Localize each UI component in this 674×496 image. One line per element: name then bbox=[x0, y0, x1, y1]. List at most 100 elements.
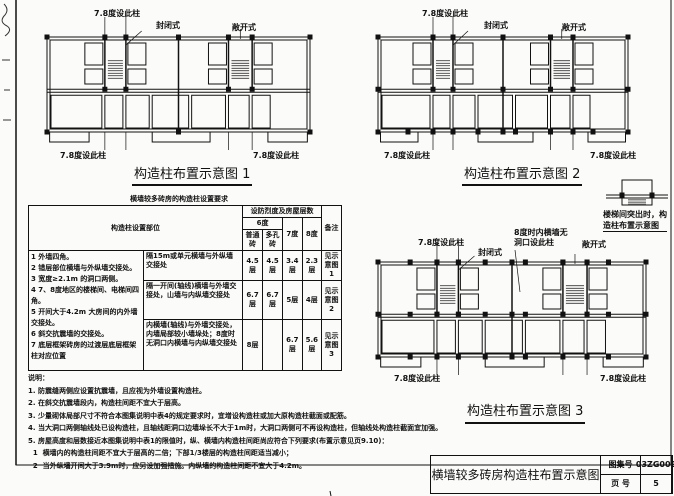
constructional-column bbox=[570, 86, 576, 92]
room bbox=[104, 94, 124, 129]
constructional-column bbox=[482, 354, 488, 360]
room bbox=[50, 94, 103, 129]
room bbox=[381, 319, 435, 354]
constructional-column bbox=[548, 86, 553, 92]
constructional-column bbox=[509, 311, 515, 317]
table-row: 1 外墙四角。 2 错层部位横墙与外纵墙交接处。 3 宽度≥2.1m 的洞口两侧… bbox=[28, 250, 342, 371]
cell-6a: 8层 bbox=[242, 319, 264, 371]
note-item: 5. 房屋高度和层数接近本图集说明中表1的限值时，纵、横墙内构造柱间距尚应符合下… bbox=[28, 436, 389, 445]
note-item: 1. 防震缝两侧应设置抗震墙，且应视为外墙设置构造柱。 bbox=[28, 386, 206, 395]
constructional-column bbox=[375, 129, 381, 135]
constructional-column bbox=[407, 354, 413, 360]
position-item: 6 斜交抗震墙的交接处。 bbox=[31, 330, 109, 338]
note-item: 3. 少量砌体局部尺寸不符合本图集说明中表4的规定要求时，宜增设构造柱或加大原构… bbox=[28, 411, 351, 420]
cell-where: 隔一开间(轴线)横墙与外墙交接处，山墙与内纵墙交接处 bbox=[142, 280, 244, 320]
plan1-title: 构造柱布置示意图 1 bbox=[132, 163, 253, 186]
title-block: 横墙较多砖房构造柱布置示意图 图集号 03ZG002 页 号 5 bbox=[430, 455, 674, 494]
room bbox=[412, 68, 432, 85]
room bbox=[207, 68, 227, 85]
cell-6b: 4.5层 bbox=[262, 250, 284, 281]
constructional-column bbox=[375, 311, 381, 317]
constructional-column bbox=[225, 86, 231, 92]
position-item: 7 底层框架砖房的过渡层底层框架柱对应位置 bbox=[31, 341, 137, 360]
position-item: 2 错层部位横墙与外纵墙交接处。 bbox=[31, 264, 137, 272]
plan1-label-open: 敞开式 bbox=[232, 23, 256, 32]
constructional-column bbox=[176, 34, 181, 40]
cell-6b bbox=[262, 319, 284, 371]
positions-list: 1 外墙四角。 2 错层部位横墙与外纵墙交接处。 3 宽度≥2.1m 的洞口两侧… bbox=[28, 250, 144, 371]
constructional-column bbox=[649, 192, 655, 198]
constructional-column bbox=[225, 34, 231, 40]
note-item: 4. 当大洞口两侧轴线处已设构造柱，且轴线距洞口边墙垛长不大于1m时，大洞口两侧… bbox=[28, 424, 443, 432]
header-6: 6度 bbox=[242, 217, 284, 230]
cell-7: 6.7层 bbox=[282, 319, 303, 371]
plan1-label-78-top: 7.8度设此柱 bbox=[94, 9, 141, 18]
constructional-column bbox=[500, 34, 506, 40]
header-7: 7度 bbox=[282, 217, 303, 251]
balcony bbox=[49, 131, 90, 143]
room bbox=[127, 68, 147, 85]
page-number: 5 bbox=[641, 474, 672, 493]
room bbox=[459, 293, 479, 310]
atlas-number: 03ZG002 bbox=[636, 456, 674, 475]
plan1-label-78-right: 7.8度设此柱 bbox=[253, 151, 300, 160]
room bbox=[530, 68, 549, 85]
constructional-column bbox=[434, 311, 440, 317]
constructional-column bbox=[584, 311, 590, 317]
room bbox=[412, 42, 432, 66]
constructional-column bbox=[522, 311, 528, 317]
room bbox=[84, 68, 104, 85]
plan3-label-78-right: 7.8度设此柱 bbox=[600, 374, 647, 383]
constructional-column bbox=[619, 192, 625, 198]
room bbox=[542, 267, 562, 291]
plan2-label-78-top: 7.8度设此柱 bbox=[422, 9, 469, 18]
position-item: 3 宽度≥2.1m 的洞口两侧。 bbox=[31, 275, 123, 283]
constructional-column bbox=[249, 34, 255, 40]
constructional-column bbox=[625, 34, 631, 40]
page-label: 页 号 bbox=[601, 474, 641, 493]
atlas-label: 图集号 bbox=[601, 456, 641, 475]
room bbox=[432, 94, 451, 129]
leader-line bbox=[452, 30, 469, 46]
constructional-column bbox=[625, 86, 631, 92]
cell-8: 5.6层 bbox=[301, 319, 323, 371]
note-item: 1 横墙内的构造柱间距不宜大于层高的二倍；下部1/3楼层的构造柱间距适当减小； bbox=[28, 449, 293, 457]
header-intensity: 设防烈度及房屋层数 bbox=[242, 205, 323, 218]
plan3-title: 构造柱布置示意图 3 bbox=[465, 400, 586, 424]
constructional-column bbox=[643, 354, 649, 360]
cell-note: 见示意图2 bbox=[321, 280, 342, 320]
room bbox=[253, 42, 273, 66]
position-item: 5 开间大于4.2m 大房间的内外墙交接处。 bbox=[31, 308, 138, 327]
room bbox=[207, 42, 227, 66]
constructional-column bbox=[605, 311, 611, 317]
room bbox=[416, 267, 436, 291]
room bbox=[530, 42, 549, 66]
constructional-column bbox=[176, 129, 181, 135]
cell-where: 隔15m或单元横墙与外纵墙交接处 bbox=[142, 250, 244, 281]
plan3-label-closed: 封闭式 bbox=[478, 248, 502, 257]
room bbox=[381, 94, 431, 129]
constructional-column bbox=[522, 259, 528, 265]
room bbox=[550, 94, 571, 129]
room bbox=[484, 319, 523, 354]
cell-7: 5层 bbox=[282, 280, 303, 320]
constructional-column bbox=[605, 259, 611, 265]
balcony bbox=[380, 131, 419, 143]
constructional-column bbox=[249, 86, 255, 92]
room bbox=[454, 68, 474, 85]
plan3-label-78-left: 7.8度设此柱 bbox=[394, 374, 441, 383]
constructional-column bbox=[590, 129, 596, 135]
constructional-column bbox=[584, 259, 590, 265]
constructional-column bbox=[482, 259, 488, 265]
plan2-label-78-right: 7.8度设此柱 bbox=[590, 151, 637, 160]
balcony bbox=[602, 356, 644, 368]
room bbox=[574, 42, 594, 66]
cell-6a: 6.7层 bbox=[242, 280, 264, 320]
note-item: 2. 在斜交抗震墙段内，构造柱间距不宜大于层高。 bbox=[28, 399, 185, 407]
room bbox=[459, 267, 479, 291]
column-requirements-table: 构造柱设置部位 设防烈度及房屋层数 备注 6度 7度 8度 普通砖 多孔砖 1 … bbox=[27, 205, 342, 371]
inset-caption: 楼梯间突出时，构造柱布置示意图 bbox=[603, 210, 667, 232]
plan2-label-closed: 封闭式 bbox=[484, 21, 508, 30]
leader-line bbox=[514, 249, 521, 293]
